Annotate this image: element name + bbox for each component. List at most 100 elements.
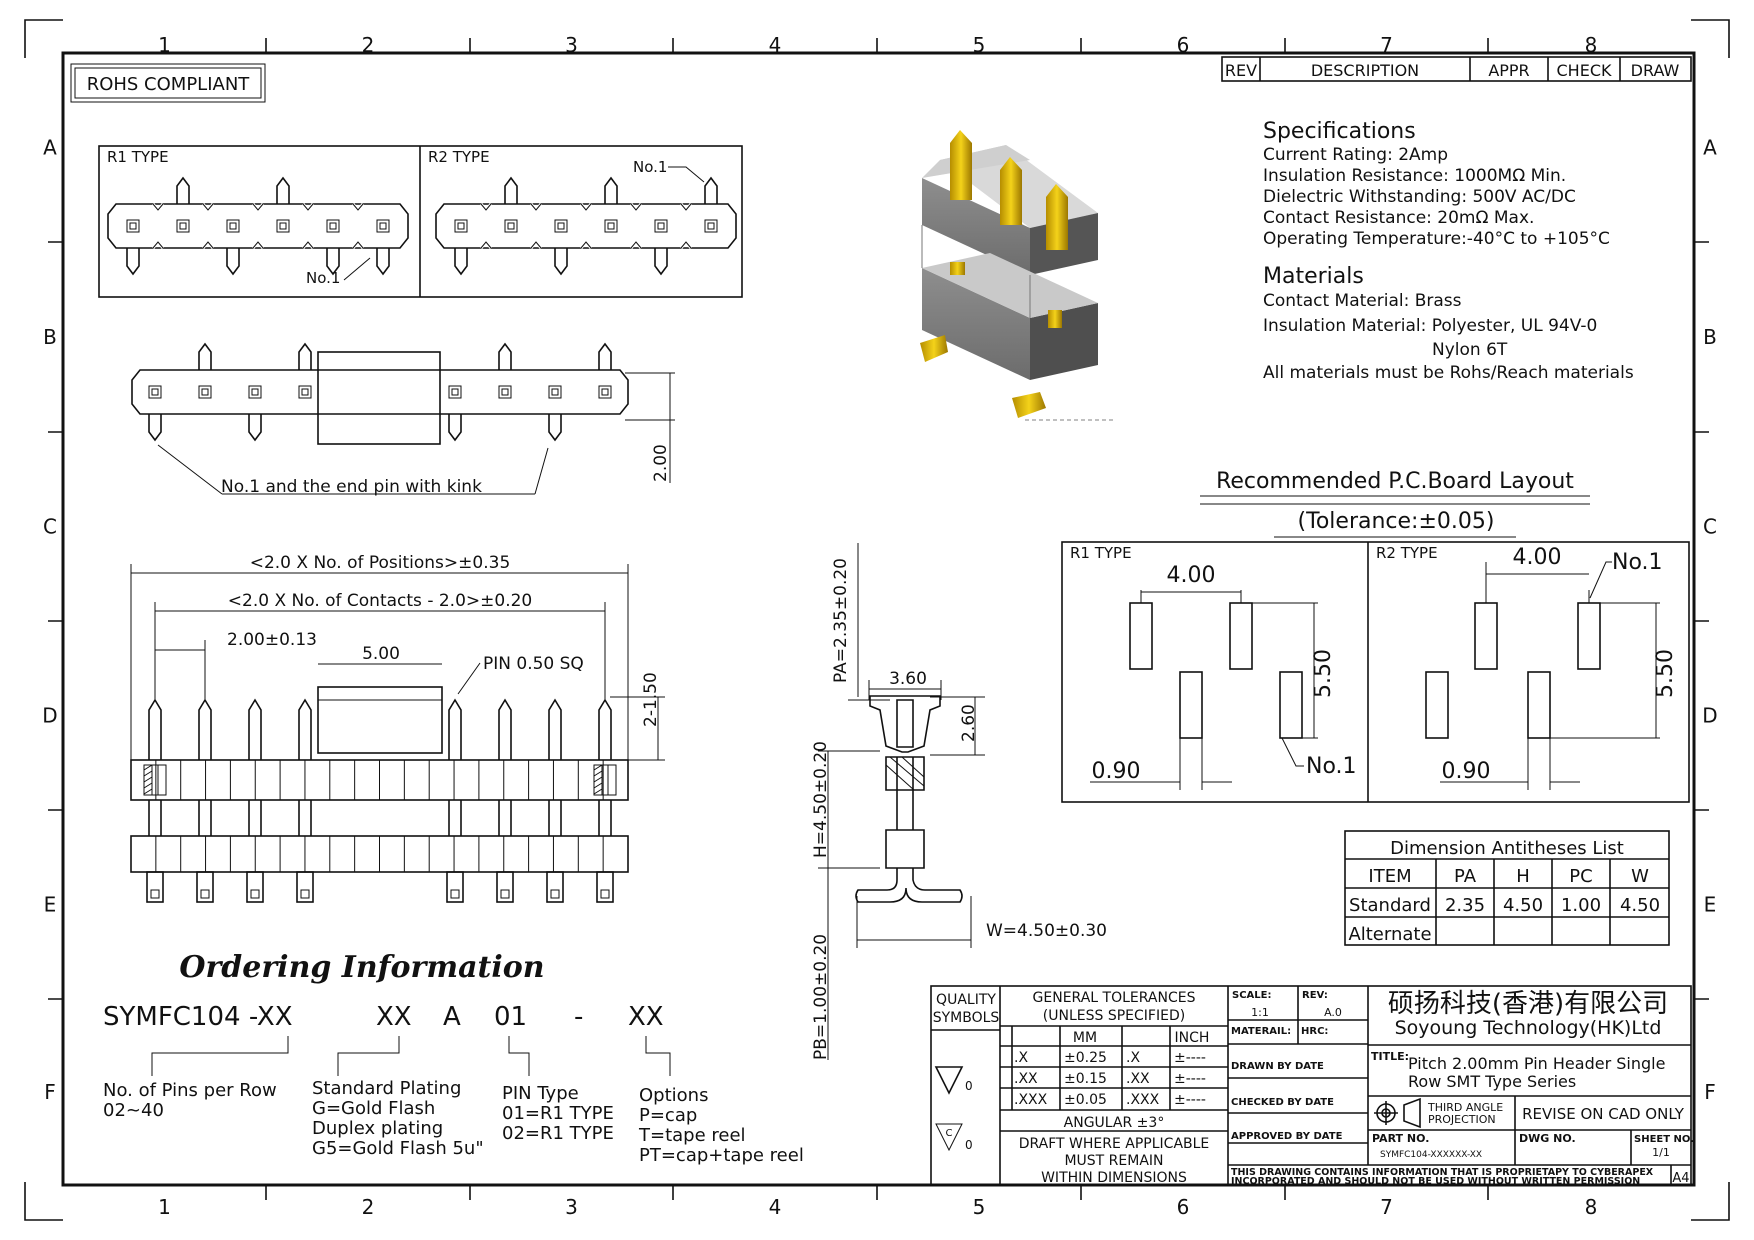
header-3d-render [920,130,1115,421]
antitheses-cell: 2.35 [1445,895,1485,916]
drawn-by: DRAWN BY DATE [1231,1061,1324,1072]
strip-pin-square [554,219,568,233]
strip-pin-down [226,248,240,276]
strip-pin-square [654,219,668,233]
tolerance-cell: ±0.15 [1064,1071,1107,1087]
spec-line-2: Insulation Resistance: 1000MΩ Min. [1263,166,1566,186]
proprietary-note-1: THIS DRAWING CONTAINS INFORMATION THAT I… [1231,1167,1654,1178]
front-section [593,764,617,796]
grid-col-top-4: 4 [769,33,782,57]
grid-col-top-8: 8 [1585,33,1598,57]
front-section-hatch [593,782,603,789]
pcb-r1-5-50: 5.50 [1311,649,1336,698]
front-pin-mid [248,800,262,836]
ordering-group-2-line: G5=Gold Flash 5u" [312,1138,484,1159]
dim-contacts: <2.0 X No. of Contacts - 2.0>±0.20 [228,591,532,611]
antitheses-cell: 4.50 [1503,895,1543,916]
type-top-views: R1 TYPE R2 TYPE No.1 No.1 [98,145,743,298]
front-pin-top [298,698,312,760]
ordering-group-4-line: PT=cap+tape reel [639,1145,804,1166]
pcb-r2-0-90: 0.90 [1442,759,1491,784]
cap-strip-pin [498,385,512,399]
strip-pin-square [504,219,518,233]
cap-strip-pin-down [248,414,262,442]
strip-pin-down [126,248,140,276]
grid-row-left-C: C [43,515,57,539]
strip-pin-down [454,248,468,276]
strip-pin-down [376,248,390,276]
general-tolerances: GENERAL TOLERANCES [1033,990,1196,1006]
cap-strip-pin [148,385,162,399]
ordering-group-4-line: T=tape reel [638,1125,746,1146]
strip-pin-core [507,222,515,230]
grid-col-top-5: 5 [973,33,986,57]
cap-strip-pin-down [148,414,162,442]
pin-sq-label: PIN 0.50 SQ [483,654,584,674]
quality-symbol-0a: 0 [965,1079,973,1093]
strip-pin-core [657,222,665,230]
strip-pin-core [179,222,187,230]
order-code-type: 01 [494,1002,527,1032]
hrc-label: HRC: [1301,1026,1328,1037]
material-line-3: Nylon 6T [1432,340,1508,360]
antitheses-header-h: H [1516,866,1530,887]
quality-symbol-c: C [946,1128,953,1139]
strip-pin-core [557,222,565,230]
pcb-r2-label: R2 TYPE [1376,544,1438,562]
front-section-pin [601,765,609,795]
front-pin-foot-core [250,889,260,899]
front-section-pin [151,765,159,795]
cap-strip-pin [248,385,262,399]
ordering-group-2-line: Duplex plating [312,1118,443,1139]
ordering-group-4-line: Options [639,1085,708,1106]
cap-strip-pin-up [598,342,612,370]
grid-row-left-D: D [42,704,57,728]
appr-header: APPR [1488,61,1529,80]
grid-row-right-C: C [1703,515,1717,539]
grid-col-bottom-7: 7 [1380,1195,1393,1219]
cap-strip-pin [198,385,212,399]
scale-label: SCALE: [1232,990,1271,1001]
third-angle-projection-icon [1374,1097,1421,1129]
material-label: MATERAIL: [1231,1026,1291,1037]
ordering-title: Ordering Information [179,950,544,985]
sheet-size: A4 [1672,1171,1689,1186]
draft-line-2: MUST REMAIN [1064,1153,1163,1169]
dim-h: H=4.50±0.20 [811,741,831,858]
cap-strip-pin [448,385,462,399]
revision-table: REV DESCRIPTION APPR CHECK DRAW [1221,56,1692,82]
title-label: TITLE: [1371,1050,1409,1063]
material-line-2: Insulation Material: Polyester, UL 94V-0 [1263,316,1597,336]
grid-col-bottom-4: 4 [769,1195,782,1219]
dim-w: W=4.50±0.30 [986,921,1107,941]
antitheses-cell: Standard [1349,895,1431,916]
front-pin-foot-core [300,889,310,899]
front-pin-top [598,698,612,760]
antitheses-cell: Alternate [1348,924,1431,945]
projection-line-1: THIRD ANGLE [1427,1101,1503,1114]
cap-strip-pin-up [198,342,212,370]
cap-strip-pin-up [298,342,312,370]
cap-strip-pin-core [501,388,509,396]
strip-pin-core [379,222,387,230]
strip-notch [152,203,164,249]
tolerance-cell: .XX [1014,1071,1038,1087]
strip-pin-square [276,219,290,233]
front-section [143,764,167,796]
cap-strip-pin [298,385,312,399]
strip-pin-square [376,219,390,233]
pcb-r1-4-00: 4.00 [1167,563,1216,588]
strip-pin-up [604,176,618,204]
strip-pin-square [226,219,240,233]
pcb-r1-label: R1 TYPE [1070,544,1132,562]
dim-pitch: 2.00±0.13 [227,630,317,650]
front-pin-top [498,698,512,760]
quality-symbol-0b: 0 [965,1138,973,1152]
cap-strip-body [131,369,629,415]
ordering-group-4-line: P=cap [639,1105,697,1126]
grid-col-bottom-6: 6 [1177,1195,1190,1219]
grid-row-left-E: E [44,893,57,917]
front-pin-top [248,698,262,760]
cap-strip-pin-up [498,342,512,370]
